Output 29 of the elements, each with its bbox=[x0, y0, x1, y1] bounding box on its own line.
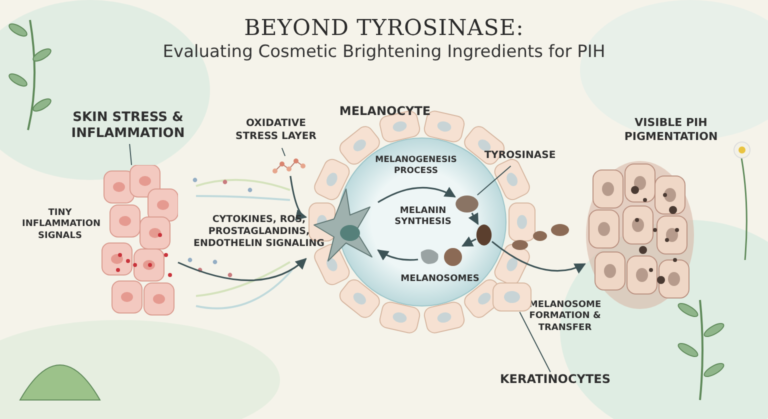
arrow bbox=[378, 186, 456, 204]
annotation-text: MELANOSOMES bbox=[400, 274, 480, 286]
annotation-text: MELANOCYTE bbox=[338, 104, 432, 119]
melanosome-pair-drawing bbox=[418, 246, 464, 268]
leader-line bbox=[129, 144, 132, 166]
arrow bbox=[492, 240, 586, 274]
leader-line bbox=[519, 312, 551, 372]
pigment-cluster-drawing bbox=[455, 195, 479, 213]
annotation-text: VISIBLE PIH PIGMENTATION bbox=[623, 116, 719, 144]
annotation-text: CYTOKINES, ROS, PROSTAGLANDINS, ENDOTHELIN SIGNALING bbox=[192, 214, 326, 250]
melanosome-drawing bbox=[476, 224, 492, 246]
molecule-cluster-drawing bbox=[272, 156, 306, 176]
arrow bbox=[377, 249, 418, 261]
keratinocyte-drawing bbox=[492, 282, 532, 312]
subtitle: Evaluating Cosmetic Brightening Ingredients for PIH bbox=[162, 42, 606, 64]
title: BEYOND TYROSINASE: bbox=[243, 15, 525, 43]
arrow bbox=[290, 176, 308, 219]
callout-text: TYROSINASE bbox=[478, 150, 562, 166]
annotation-text: TINY INFLAMMATION SIGNALS bbox=[22, 208, 98, 242]
annotation-text: MELANOSOME FORMATION & TRANSFER bbox=[528, 300, 602, 334]
callout-text: OXIDATIVE STRESS LAYER bbox=[228, 118, 324, 148]
arrow bbox=[462, 236, 476, 247]
arrow bbox=[468, 212, 479, 225]
callout-text: KERATINOCYTES bbox=[500, 372, 610, 390]
annotation-text: MELANIN SYNTHESIS bbox=[394, 206, 452, 228]
annotation-text: MELANOGENESIS PROCESS bbox=[374, 155, 458, 176]
arrow bbox=[178, 258, 307, 282]
callout-text: SKIN STRESS & INFLAMMATION bbox=[58, 110, 198, 144]
leader-line bbox=[281, 148, 286, 156]
